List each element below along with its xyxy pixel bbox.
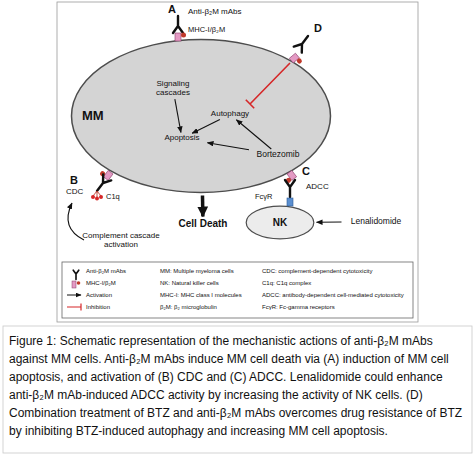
panel-letter: C: [302, 165, 310, 177]
mhc-symbol: [175, 33, 181, 41]
figure-caption: Figure 1: Schematic representation of th…: [9, 332, 467, 440]
antibody-symbol: [173, 16, 183, 33]
node-text: Lenalidomide: [343, 217, 409, 226]
connector-arrow: [192, 119, 220, 133]
fc-receptor-symbol: [287, 198, 293, 206]
process-label: Complement cascade activation: [80, 232, 162, 250]
node-text: MM: [82, 109, 104, 123]
legend-text: Inhibition: [86, 304, 158, 311]
inhibition-line: [67, 304, 81, 311]
cell-ellipse: NK: [245, 205, 315, 240]
c1q-symbol: [91, 195, 95, 199]
callout-label: Anti-β₂M mAbs: [188, 8, 242, 17]
antibody-symbol: [285, 180, 295, 197]
process-label: Apoptosis: [158, 134, 206, 143]
antibody-symbol: [294, 33, 312, 53]
receptor-symbol: [175, 33, 186, 42]
mhc-symbol: [72, 281, 76, 288]
panel-letter: D: [314, 22, 322, 34]
node-text: Cell Death: [175, 218, 231, 229]
legend-text: FcγR: Fc-gamma receptors: [262, 304, 412, 311]
outcome-label: Cell Death: [175, 218, 231, 229]
node-text: NK: [273, 217, 287, 228]
legend-text: CDC: complement-dependent cytotoxicity: [262, 268, 412, 275]
node-text: Autophagy: [205, 110, 255, 119]
connector-arrow: [316, 221, 341, 222]
antibody-symbol: [73, 270, 79, 279]
legend-text: MM: Multiple myeloma cells: [160, 268, 258, 275]
callout-label: FcγR: [255, 193, 273, 201]
antibody-symbol: [294, 33, 312, 53]
caption-frame: [3, 326, 472, 453]
node-text: Apoptosis: [158, 134, 206, 143]
antibody-symbol: [73, 270, 79, 279]
connector-arrow: [207, 143, 248, 150]
legend-text: Anti-β₂M mAbs: [86, 268, 158, 275]
antibody-symbol: [93, 174, 111, 194]
callout-label: ADCC: [306, 183, 329, 192]
figure-frame: [57, 2, 418, 322]
b2m-symbol: [296, 57, 303, 64]
c1q-symbol: [91, 191, 103, 201]
connector-arrow: [236, 120, 271, 149]
process-label: Signaling cascades: [150, 80, 196, 98]
callout-label: MHC-I/β₂M: [188, 26, 225, 34]
ellipse-outline: [246, 206, 314, 239]
legend-text: NK: Natural killer cells: [160, 280, 258, 287]
c1q-symbol: [99, 195, 103, 199]
b2m-symbol: [181, 33, 186, 38]
callout-label: C1q: [106, 193, 120, 201]
panel-letter: B: [70, 174, 78, 186]
b2m-symbol: [77, 281, 81, 285]
node-text: Complement cascade activation: [80, 232, 162, 250]
connector-arrow: [175, 99, 181, 132]
drug-label: Bortezomib: [250, 150, 306, 159]
legend-text: β₂M: β₂ microglobulin: [160, 304, 258, 311]
legend-box: [62, 262, 413, 318]
legend-text: C1q: C1q complex: [262, 280, 412, 287]
ellipse-outline: [72, 40, 331, 193]
callout-label: CDC: [66, 188, 83, 197]
connector-arrow: [201, 195, 205, 216]
antibody-symbol: [173, 16, 183, 33]
legend-text: ADCC: antibody-dependent cell-mediated c…: [262, 292, 412, 299]
node-text: Signaling cascades: [150, 80, 196, 98]
antibody-symbol: [93, 174, 111, 194]
legend-text: Activation: [86, 292, 158, 299]
process-label: Autophagy: [205, 110, 255, 119]
node-text: Bortezomib: [250, 150, 306, 159]
drug-label: Lenalidomide: [343, 217, 409, 226]
receptor-symbol: [99, 167, 113, 180]
legend-text: MHC-I/β₂M: [86, 280, 158, 287]
legend-text: MHC-I: MHC class I molecules: [160, 292, 258, 299]
c1q-symbol: [95, 197, 99, 201]
mhc-symbol: [103, 170, 113, 180]
receptor-symbol: [289, 53, 303, 67]
activation-arrow: [67, 295, 81, 296]
complement-arrow: [68, 203, 84, 240]
antibody-symbol: [285, 180, 295, 197]
panel-letter: A: [168, 3, 176, 15]
inhibition-line: [246, 63, 290, 108]
